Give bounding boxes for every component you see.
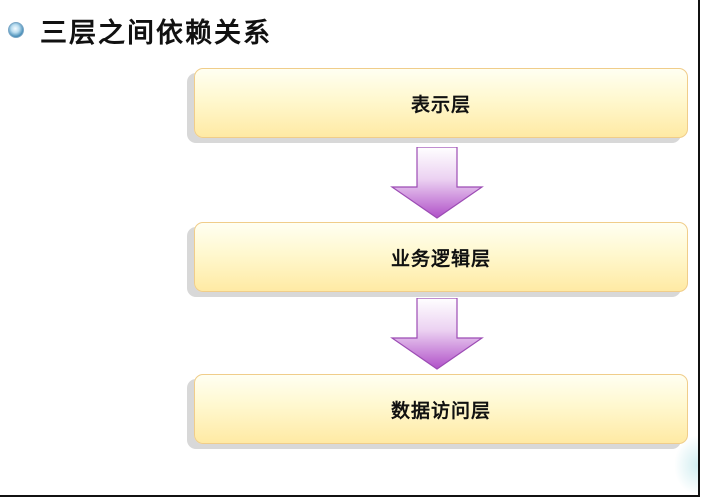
- layer-box-data-access: 数据访问层: [194, 374, 688, 444]
- round-bullet-icon: [8, 22, 24, 38]
- layer-label-presentation: 表示层: [410, 93, 471, 116]
- layer-label-data-access: 数据访问层: [390, 399, 491, 422]
- corner-glow-decoration: [674, 435, 698, 495]
- down-arrow-icon: [390, 147, 484, 219]
- layer-label-business-logic: 业务逻辑层: [390, 247, 491, 270]
- title-row: 三层之间依赖关系: [6, 12, 272, 49]
- layer-box-business-logic: 业务逻辑层: [194, 222, 688, 292]
- slide-title: 三层之间依赖关系: [40, 17, 272, 49]
- down-arrow-icon: [390, 298, 484, 370]
- layer-box-presentation: 表示层: [194, 68, 688, 138]
